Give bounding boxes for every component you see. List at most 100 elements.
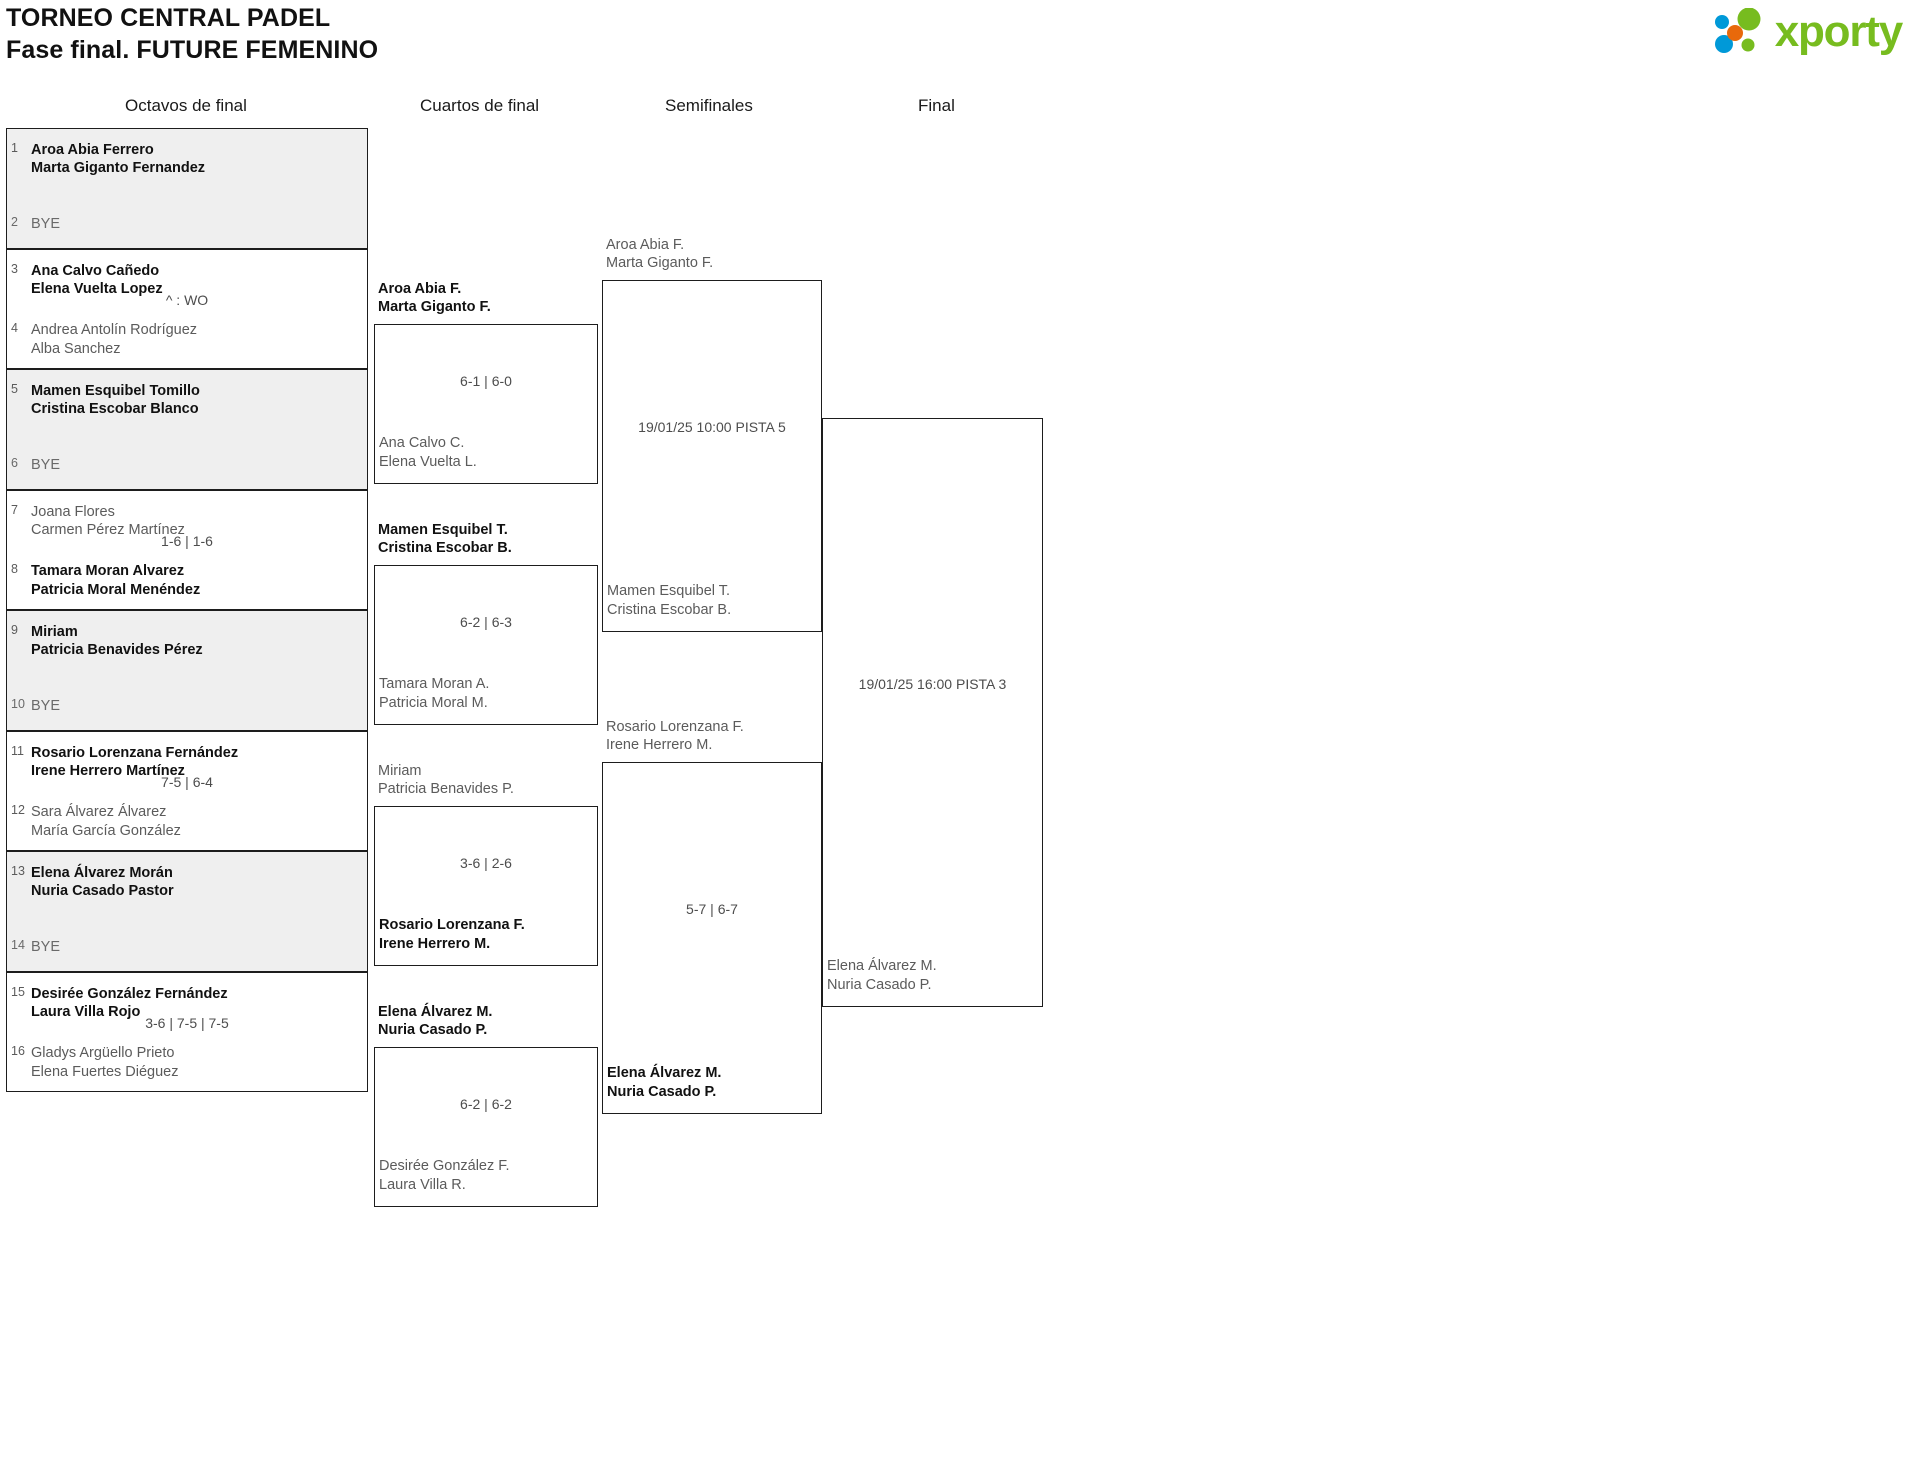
player-name-2: Laura Villa R.: [379, 1176, 466, 1193]
player-name-2: Marta Giganto F.: [378, 299, 491, 316]
match-slot-top[interactable]: Rosario Lorenzana F.Irene Herrero M.: [602, 718, 744, 755]
player-name-1: Ana Calvo C.: [379, 435, 465, 452]
player-name-2: Elena Vuelta L.: [379, 453, 477, 470]
player-name-1: Aroa Abia Ferrero: [31, 142, 154, 158]
match-box-r3-1[interactable]: 19/01/25 10:00 PISTA 5 Mamen Esquibel T.C…: [602, 280, 822, 632]
player-name-2: Cristina Escobar Blanco: [31, 401, 199, 418]
match-slot-bottom[interactable]: Ana Calvo C.Elena Vuelta L.: [375, 434, 597, 471]
tournament-phase: Fase final. FUTURE FEMENINO: [6, 36, 379, 64]
seed-number: 10: [11, 697, 25, 712]
seed-number: 1: [11, 141, 18, 155]
player-name-1: Mamen Esquibel T.: [378, 522, 508, 538]
player-name-2: Patricia Moral M.: [379, 694, 488, 711]
match-slot-top[interactable]: Mamen Esquibel T.Cristina Escobar B.: [374, 521, 512, 558]
seed-number: 2: [11, 215, 18, 230]
match-score: ^ : WO: [165, 291, 209, 308]
match-score: 6-1 | 6-0: [460, 373, 512, 389]
player-name-1: Miriam: [378, 763, 422, 779]
seed-number: 11: [11, 743, 24, 758]
seed-number: 7: [11, 502, 18, 517]
player-name-2: Nuria Casado P.: [378, 1022, 488, 1039]
seed-number: 13: [11, 864, 25, 878]
match-slot-bottom[interactable]: Desirée González F.Laura Villa R.: [375, 1157, 597, 1194]
seed-number: 9: [11, 623, 18, 637]
player-name-2: Elena Fuertes Diéguez: [31, 1063, 179, 1080]
round-header-octavos: Octavos de final: [125, 96, 247, 115]
player-name-1: Gladys Argüello Prieto: [31, 1045, 175, 1062]
match-slot-top[interactable]: Elena Álvarez M.Nuria Casado P.: [374, 1003, 492, 1040]
tournament-name: TORNEO CENTRAL PADEL: [6, 4, 331, 32]
seed-number: 15: [11, 984, 25, 999]
player-name-2: Laura Villa Rojo: [31, 1003, 141, 1020]
match-slot-bottom[interactable]: Elena Álvarez M.Nuria Casado P.: [823, 957, 1042, 994]
match-score: 19/01/25 10:00 PISTA 5: [638, 419, 786, 435]
match-slot-bottom[interactable]: Elena Álvarez M.Nuria Casado P.: [603, 1064, 821, 1101]
player-name-2: Carmen Pérez Martínez: [31, 521, 185, 538]
player-name-1: Aroa Abia F.: [378, 281, 462, 297]
player-name-1: Desirée González Fernández: [31, 985, 228, 1002]
player-name-2: Nuria Casado P.: [827, 976, 932, 993]
logo-dots-icon: [1714, 8, 1761, 53]
player-name-1: Elena Álvarez Morán: [31, 865, 173, 881]
player-name-1: Mamen Esquibel T.: [607, 583, 731, 600]
match-slot-bottom[interactable]: Tamara Moran A.Patricia Moral M.: [375, 675, 597, 712]
match-score: 6-2 | 6-2: [460, 1096, 512, 1112]
player-name-1: Miriam: [31, 624, 78, 640]
match-slot-top[interactable]: Aroa Abia F. Marta Giganto F.: [374, 280, 491, 317]
round-header-semifinales: Semifinales: [665, 96, 753, 115]
player-name-1: Rosario Lorenzana F.: [606, 719, 744, 735]
player-name-2: María García González: [31, 822, 181, 839]
player-name-1: BYE: [31, 698, 61, 715]
seed-number: 12: [11, 803, 25, 818]
match-slot-top[interactable]: Aroa Abia F.Marta Giganto F.: [602, 236, 713, 273]
player-name-1: Sara Álvarez Álvarez: [31, 804, 167, 821]
player-name-1: Mamen Esquibel Tomillo: [31, 383, 200, 399]
player-name-2: Marta Giganto Fernandez: [31, 160, 206, 177]
seed-number: 3: [11, 261, 18, 276]
match-score: 3-6 | 7-5 | 7-5: [145, 1014, 229, 1031]
round-header-final: Final: [918, 96, 955, 115]
match-slot-bottom[interactable]: Rosario Lorenzana F.Irene Herrero M.: [375, 916, 597, 953]
seed-number: 6: [11, 456, 18, 471]
player-name-2: Nuria Casado P.: [607, 1083, 717, 1100]
match-slot-bottom[interactable]: Mamen Esquibel T.Cristina Escobar B.: [603, 582, 821, 619]
xporty-logo[interactable]: xporty: [1713, 8, 1903, 56]
player-name-1: BYE: [31, 939, 61, 956]
player-name-2: Nuria Casado Pastor: [31, 883, 174, 900]
player-name-2: Alba Sanchez: [31, 340, 121, 357]
match-slot-bottom[interactable]: 10 BYE: [7, 697, 367, 715]
player-name-2: Marta Giganto F.: [606, 255, 714, 272]
seed-number: 8: [11, 562, 18, 577]
player-name-2: Patricia Moral Menéndez: [31, 581, 201, 598]
